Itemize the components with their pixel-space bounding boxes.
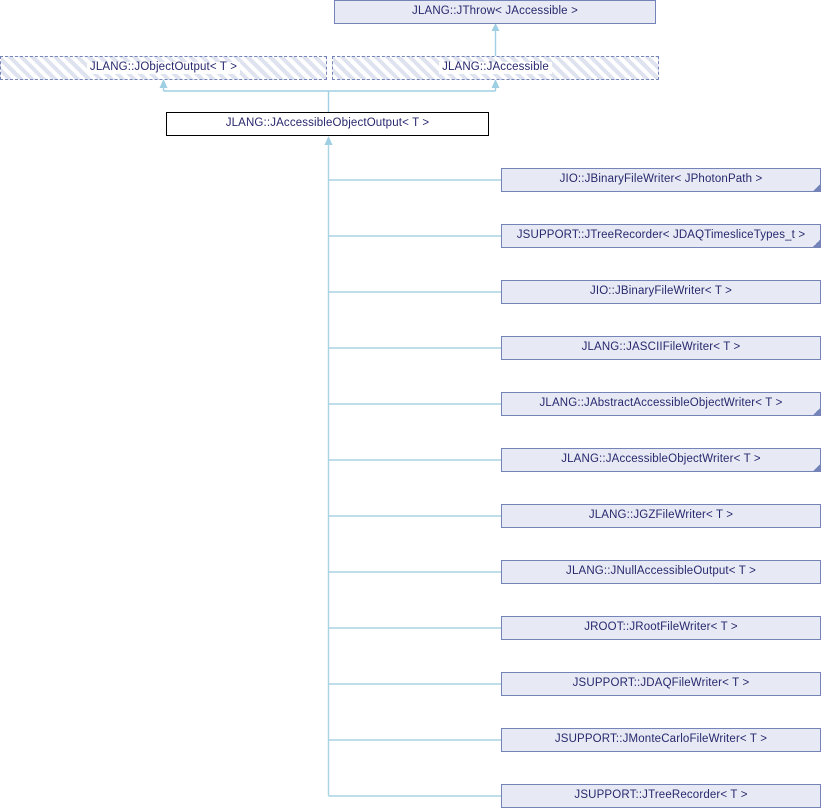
node-label: JLANG::JThrow< JAccessible > [412,5,578,18]
node-label: JLANG::JObjectOutput< T > [86,62,241,74]
node-jaccessibleobjectoutput[interactable]: JLANG::JAccessibleObjectOutput< T > [166,112,489,136]
node-label: JROOT::JRootFileWriter< T > [584,621,738,634]
node-jio-jbinaryfilewriter-jphotonpath[interactable]: JIO::JBinaryFileWriter< JPhotonPath > [501,168,821,192]
fold-corner-icon [812,183,821,192]
node-label: JSUPPORT::JTreeRecorder< JDAQTimesliceTy… [516,229,806,242]
node-jsupport-jtreerecorder-t[interactable]: JSUPPORT::JTreeRecorder< T > [501,784,821,808]
node-jaccessible[interactable]: JLANG::JAccessible [332,56,659,80]
node-jthrow-jaccessible[interactable]: JLANG::JThrow< JAccessible > [334,0,656,24]
node-jlang-jnullaccessibleoutput-t[interactable]: JLANG::JNullAccessibleOutput< T > [501,560,821,584]
node-jobjectoutput[interactable]: JLANG::JObjectOutput< T > [0,56,327,80]
node-label: JIO::JBinaryFileWriter< T > [589,285,733,298]
node-label: JLANG::JAccessibleObjectOutput< T > [225,117,430,130]
node-label: JLANG::JAccessible [439,62,552,74]
node-label: JIO::JBinaryFileWriter< JPhotonPath > [559,173,763,186]
edge-jaccessible-to-jthrow [491,23,500,56]
edge-trunk-derived [324,136,501,797]
node-jlang-jabstractaccessibleobjectwriter-t[interactable]: JLANG::JAbstractAccessibleObjectWriter< … [501,392,821,416]
node-label: JLANG::JAbstractAccessibleObjectWriter< … [539,397,783,410]
node-jsupport-jmontecarlofilewriter-t[interactable]: JSUPPORT::JMonteCarloFileWriter< T > [501,728,821,752]
node-label: JSUPPORT::JTreeRecorder< T > [574,789,748,802]
node-jroot-jrootfilewriter-t[interactable]: JROOT::JRootFileWriter< T > [501,616,821,640]
node-label: JSUPPORT::JMonteCarloFileWriter< T > [554,733,768,746]
node-label: JLANG::JGZFileWriter< T > [588,509,734,522]
fold-corner-icon [812,463,821,472]
node-label: JLANG::JNullAccessibleOutput< T > [566,565,756,578]
node-jsupport-jdaqfilewriter-t[interactable]: JSUPPORT::JDAQFileWriter< T > [501,672,821,696]
node-jsupport-jtreerecorder-jdaqtimeslicetypes[interactable]: JSUPPORT::JTreeRecorder< JDAQTimesliceTy… [501,224,821,248]
node-label: JLANG::JASCIIFileWriter< T > [581,341,741,354]
edge-jaccessibleobjectoutput-to-parents [159,79,500,112]
node-jlang-jgzfilewriter-t[interactable]: JLANG::JGZFileWriter< T > [501,504,821,528]
node-jio-jbinaryfilewriter-t[interactable]: JIO::JBinaryFileWriter< T > [501,280,821,304]
fold-corner-icon [812,407,821,416]
node-jlang-jaccessibleobjectwriter-t[interactable]: JLANG::JAccessibleObjectWriter< T > [501,448,821,472]
node-jlang-jasciifilewriter-t[interactable]: JLANG::JASCIIFileWriter< T > [501,336,821,360]
node-label: JSUPPORT::JDAQFileWriter< T > [572,677,750,690]
fold-corner-icon [812,239,821,248]
node-label: JLANG::JAccessibleObjectWriter< T > [561,453,761,466]
